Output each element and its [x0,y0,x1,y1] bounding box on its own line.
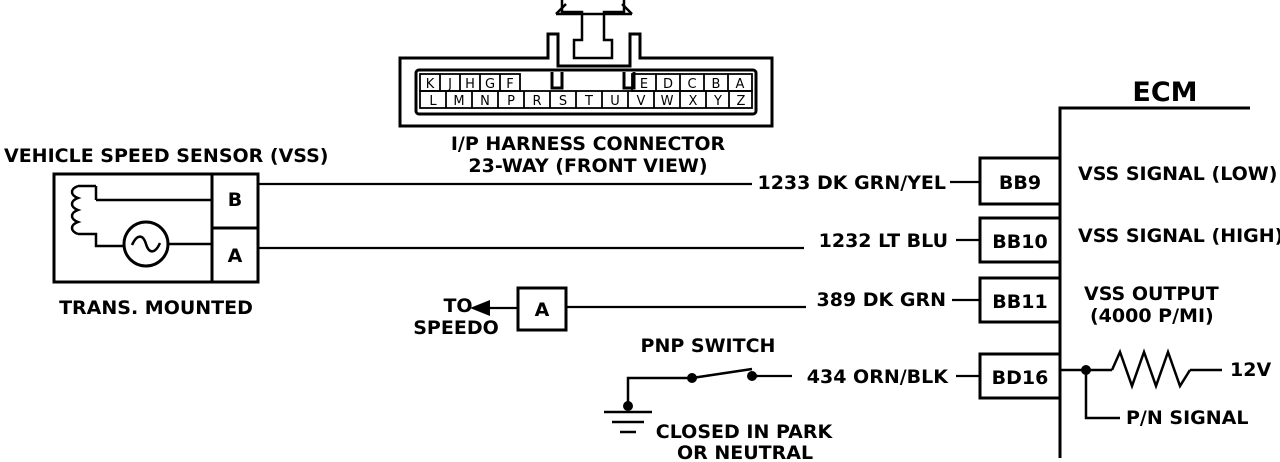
coil-icon [70,184,124,248]
sensor-body [52,172,260,284]
pnp-note: OR NEUTRAL [677,442,813,462]
wire-label: 1233 DK GRN/YEL [757,172,946,194]
pin-label: F [506,77,513,92]
pin-label: S [559,94,567,109]
pnp-switch-label: PNP SWITCH [641,335,776,357]
switch-contact [687,373,697,383]
speedo-pin: A [535,299,550,321]
pin-label: T [584,94,593,109]
supply-voltage: 12V [1230,359,1271,381]
connector-pin-labels: K J H G F E D C B A L M N P R S T U V W … [426,77,746,109]
pin-label: E [640,77,648,92]
pin-label: P [507,94,515,109]
ecm-terminal-label: BB10 [992,231,1047,253]
ecm-terminals [978,156,1060,400]
sensor-caption: TRANS. MOUNTED [59,297,253,319]
ground-icon [604,410,652,434]
ecm-function-label: VSS SIGNAL (HIGH) [1078,225,1280,247]
pin-label: W [661,94,674,109]
ecm-function-label: VSS OUTPUT [1084,283,1219,305]
pin-label: C [687,77,696,92]
wire-label: 389 DK GRN [816,289,946,311]
connector-pins [419,73,753,109]
ecm-terminal-label: BB9 [999,172,1041,194]
ecm-function-label: (4000 P/MI) [1090,305,1214,327]
pin-label: Z [737,94,746,109]
connector-subtitle: 23-WAY (FRONT VIEW) [468,155,707,177]
pin-label: U [610,94,620,109]
harness-connector [398,0,774,128]
wires [258,180,980,378]
switch-contact [747,371,757,381]
splice-dot [623,401,633,411]
pin-label: R [532,94,541,109]
ecm-title: ECM [1132,77,1197,108]
wire-label: 1232 LT BLU [819,230,948,252]
pin-label: L [429,94,437,109]
pin-label: X [689,94,698,109]
pn-signal-label: P/N SIGNAL [1126,407,1248,429]
wire-label: 434 ORN/BLK [807,366,949,388]
pin-label: H [465,77,475,92]
ecm-function-label: VSS SIGNAL (LOW) [1078,163,1277,185]
speedo-label: SPEEDO [413,317,499,339]
sensor-pin-b: B [228,189,242,211]
sensor-title: VEHICLE SPEED SENSOR (VSS) [4,145,328,167]
speedo-label: TO [443,295,472,317]
ecm-outline [1058,106,1250,458]
resistor-icon [1110,348,1192,390]
pin-label: V [637,94,646,109]
pnp-note: CLOSED IN PARK [656,421,834,443]
pin-label: G [485,77,495,92]
pin-label: A [736,77,745,92]
pin-label: K [426,77,435,92]
sensor-pin-a: A [228,245,243,267]
pin-label: D [663,77,673,92]
connector-title: I/P HARNESS CONNECTOR [451,133,726,155]
ecm-terminal-label: BB11 [992,291,1047,313]
arrow-left-icon [470,300,490,316]
pin-label: J [447,77,452,92]
pin-label: B [712,77,721,92]
splice-dot [1081,365,1091,375]
ecm-terminal-label: BD16 [992,367,1049,389]
speedo-connector [516,286,568,332]
pin-label: M [453,94,464,109]
pin-label: N [480,94,490,109]
pin-label: Y [713,94,722,109]
